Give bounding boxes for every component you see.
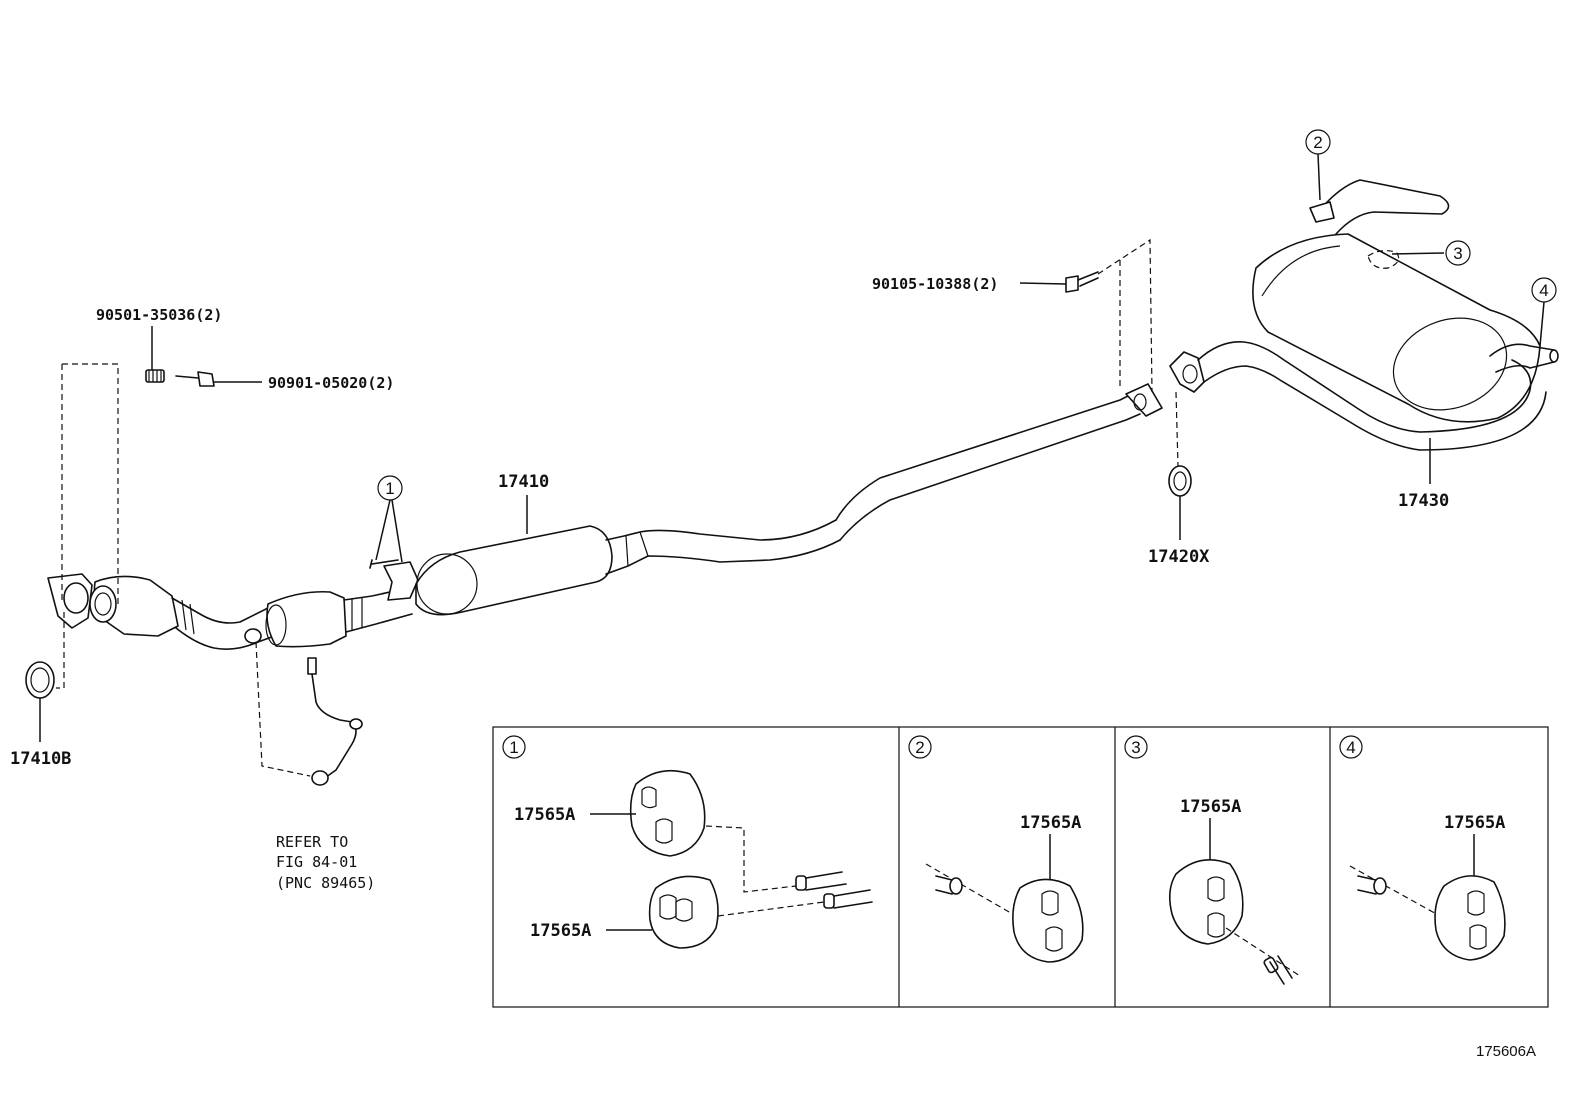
callout-4: 4	[1531, 277, 1557, 303]
detail-panel-3: 3 17565A	[1124, 735, 1301, 985]
rubber-hanger-drawing	[648, 875, 719, 949]
svg-text:FIG 84-01: FIG 84-01	[276, 853, 357, 871]
tail-pipe-assembly	[1169, 179, 1559, 451]
nut-drawing	[175, 371, 215, 387]
detail-box	[492, 726, 1549, 1008]
callout-1: 1	[377, 475, 403, 501]
detail-panel-1: 1 17565A 17565A	[502, 735, 873, 949]
callout-2: 2	[1305, 129, 1331, 155]
rubber-hanger-drawing	[1168, 858, 1244, 945]
label-hanger-1a: 17565A	[514, 805, 575, 825]
svg-text:4: 4	[1346, 738, 1355, 757]
rubber-hanger-drawing	[629, 769, 706, 857]
label-gasket-tail: 17420X	[1148, 547, 1210, 567]
bolt-drawing	[1065, 271, 1099, 293]
label-gasket-front: 17410B	[10, 749, 71, 769]
detail-panel-4: 4 17565A	[1339, 735, 1506, 961]
label-hanger-4: 17565A	[1444, 813, 1505, 833]
label-pipe-assy-front: 17410	[498, 472, 549, 492]
label-stud-front: 90501-35036(2)	[96, 306, 222, 324]
oxygen-sensor-drawing	[307, 657, 363, 786]
svg-text:2: 2	[915, 738, 924, 757]
label-hanger-1b: 17565A	[530, 921, 591, 941]
leader-lines	[39, 153, 1545, 742]
figure-id: 175606A	[1476, 1043, 1536, 1060]
front-pipe-assembly	[47, 383, 1163, 650]
label-hanger-3: 17565A	[1180, 797, 1241, 817]
svg-text:2: 2	[1313, 133, 1322, 152]
assembly-lines	[56, 238, 1179, 777]
reference-note: REFER TO FIG 84-01 (PNC 89465)	[276, 833, 375, 892]
rubber-hanger-drawing	[1434, 875, 1506, 961]
stud-drawing	[145, 369, 165, 383]
gasket-tail-drawing	[1168, 465, 1192, 497]
svg-text:3: 3	[1453, 244, 1462, 263]
svg-text:(PNC 89465): (PNC 89465)	[276, 874, 375, 892]
label-pipe-assy-tail: 17430	[1398, 491, 1449, 511]
svg-text:REFER TO: REFER TO	[276, 833, 348, 851]
label-hanger-2: 17565A	[1020, 813, 1081, 833]
svg-text:1: 1	[385, 479, 394, 498]
callout-3: 3	[1445, 240, 1471, 266]
label-bolt-tail: 90105-10388(2)	[872, 275, 998, 293]
detail-panel-2: 2 17565A	[908, 735, 1084, 963]
svg-text:1: 1	[509, 738, 518, 757]
rubber-hanger-drawing	[1012, 878, 1084, 963]
label-nut-front: 90901-05020(2)	[268, 374, 394, 392]
svg-text:3: 3	[1131, 738, 1140, 757]
svg-text:4: 4	[1539, 281, 1548, 300]
gasket-front-drawing	[25, 661, 55, 699]
